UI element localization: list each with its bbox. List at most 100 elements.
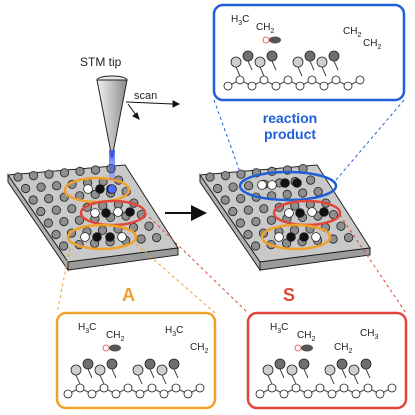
tunnel-current bbox=[109, 150, 115, 180]
lattice-bond bbox=[137, 374, 143, 385]
chem-ch2-top-a: CH2 bbox=[343, 26, 362, 39]
surface-atom bbox=[59, 168, 70, 178]
lattice-atom bbox=[171, 383, 181, 393]
lattice-bond bbox=[271, 60, 277, 71]
lattice-atom bbox=[343, 81, 353, 91]
chem-ch3-S: CH3 bbox=[360, 328, 379, 341]
oxygen-atom bbox=[102, 344, 110, 352]
adsorbate-atom bbox=[117, 232, 127, 242]
oxygen-atom bbox=[294, 344, 302, 352]
surface-right bbox=[199, 164, 371, 272]
adsorbate-atom bbox=[284, 208, 294, 218]
lattice-atom bbox=[99, 383, 109, 393]
lattice-atom bbox=[223, 81, 233, 91]
adsorbate-atom bbox=[95, 184, 105, 194]
surface-atom bbox=[259, 204, 269, 214]
lattice-atom bbox=[307, 75, 317, 85]
upper-atom bbox=[262, 364, 274, 376]
lattice-bond bbox=[259, 66, 265, 77]
surface-atom bbox=[43, 218, 54, 228]
adsorbate-atom bbox=[307, 207, 317, 217]
lattice-atom bbox=[363, 383, 373, 393]
chem-h3c-A: H3C bbox=[78, 322, 97, 335]
upper-atom bbox=[274, 358, 286, 370]
adsorbate-atom bbox=[274, 232, 284, 242]
surface-atom bbox=[228, 182, 238, 192]
surface-atom bbox=[44, 194, 54, 204]
lattice-bond bbox=[111, 368, 117, 379]
chem-ch2-S: CH2 bbox=[297, 330, 316, 343]
lattice-bond bbox=[321, 66, 327, 77]
adsorbate-atom bbox=[257, 180, 267, 190]
stm-tip-label: STM tip bbox=[80, 55, 122, 69]
lattice-atom bbox=[255, 389, 265, 399]
orbital-lobe bbox=[109, 344, 121, 352]
surface-atom bbox=[58, 241, 69, 251]
lattice-atom bbox=[87, 389, 97, 399]
lattice-atom bbox=[315, 383, 325, 393]
lattice-bond bbox=[149, 368, 155, 379]
surface-atom bbox=[243, 229, 253, 240]
surface-atom bbox=[51, 181, 62, 191]
surface-atom bbox=[228, 206, 238, 217]
tip-probed-atom bbox=[107, 184, 117, 194]
lattice-bond bbox=[87, 368, 93, 379]
adsorbate-atom bbox=[113, 207, 123, 217]
surface-atom bbox=[305, 175, 316, 185]
scan-label: scan bbox=[134, 90, 158, 102]
lattice-bond bbox=[333, 60, 339, 71]
lattice-atom bbox=[111, 389, 121, 399]
chem-h3c-S: H3C bbox=[270, 322, 289, 335]
lattice-atom bbox=[63, 389, 73, 399]
surface-atom bbox=[282, 189, 292, 199]
adsorbate-atom bbox=[267, 180, 277, 190]
label-A: A bbox=[122, 285, 135, 305]
lattice-bond bbox=[267, 374, 273, 385]
lattice-atom bbox=[355, 75, 365, 85]
surface-atom bbox=[244, 181, 254, 191]
lattice-bond bbox=[341, 368, 347, 379]
upper-atom bbox=[266, 50, 278, 62]
reaction-product-label: reaction product bbox=[240, 110, 340, 142]
surface-atom bbox=[213, 183, 223, 194]
surface-atom bbox=[144, 221, 154, 231]
surface-atom bbox=[74, 215, 85, 225]
upper-atom bbox=[286, 364, 298, 376]
upper-atom bbox=[70, 364, 82, 376]
lattice-bond bbox=[247, 60, 253, 71]
orbital-lobe bbox=[269, 36, 281, 44]
lattice-atom bbox=[375, 389, 385, 399]
lattice-atom bbox=[291, 383, 301, 393]
upper-atom bbox=[328, 50, 340, 62]
lattice-bond bbox=[365, 368, 371, 379]
lattice-atom bbox=[339, 383, 349, 393]
surface-atom bbox=[243, 205, 253, 215]
surface-atom bbox=[28, 171, 39, 181]
chem-h3c-top: H3C bbox=[231, 14, 250, 27]
surface-atom bbox=[59, 217, 69, 227]
outline-A-right bbox=[260, 223, 332, 251]
adsorbate-atom bbox=[286, 232, 296, 242]
upper-atom bbox=[94, 364, 106, 376]
lattice-atom bbox=[351, 389, 361, 399]
oxygen-atom bbox=[262, 36, 270, 44]
lattice-bond bbox=[235, 66, 241, 77]
lattice-bond bbox=[291, 374, 297, 385]
upper-atom bbox=[230, 56, 242, 68]
upper-atom bbox=[304, 50, 316, 62]
lattice-bond bbox=[297, 66, 303, 77]
upper-atom bbox=[168, 358, 180, 370]
lattice-atom bbox=[247, 81, 257, 91]
chem-ch2-top-b: CH2 bbox=[363, 38, 382, 51]
surface-atom bbox=[220, 171, 231, 181]
surface-atom bbox=[328, 210, 338, 220]
upper-atom bbox=[106, 358, 118, 370]
stm-tip bbox=[96, 75, 128, 180]
adsorbate-atom bbox=[83, 184, 93, 194]
chem-ch2-A: CH2 bbox=[106, 330, 125, 343]
surface-atom bbox=[235, 218, 245, 228]
lattice-atom bbox=[267, 383, 277, 393]
lattice-atom bbox=[259, 75, 269, 85]
lattice-atom bbox=[271, 81, 281, 91]
lattice-bond bbox=[303, 368, 309, 379]
